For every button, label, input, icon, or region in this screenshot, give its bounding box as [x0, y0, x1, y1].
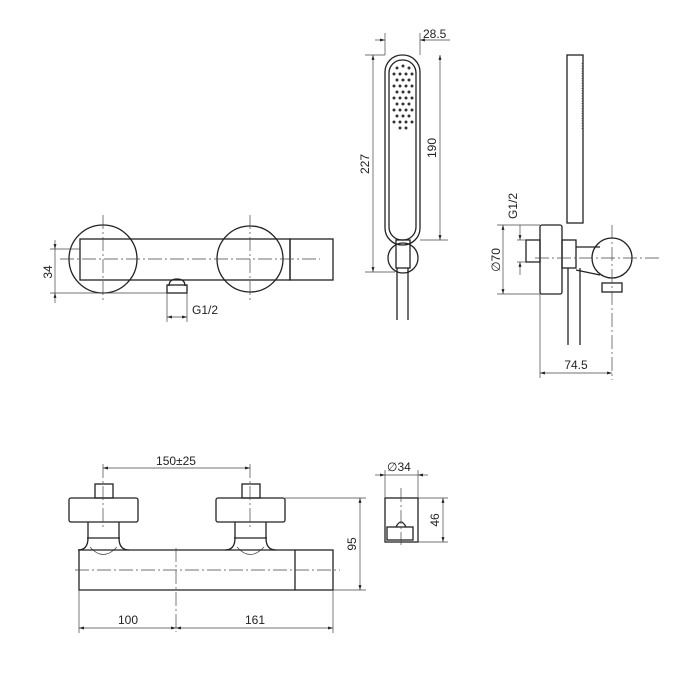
- bracket-view: ∅34 46: [375, 460, 448, 545]
- hand-shower-total-length-dim: 227: [358, 154, 372, 174]
- left-length-dim: 100: [118, 613, 138, 627]
- bracket-diameter-dim: ∅34: [387, 460, 411, 474]
- front-height-dim: 95: [345, 537, 359, 551]
- side-inlet-thread-dim: G1/2: [506, 193, 520, 219]
- hand-shower-view: 28.5 227 190: [358, 27, 450, 320]
- front-view: 150±25 95 100 161: [68, 454, 366, 633]
- flange-diameter-dim: ∅70: [489, 248, 503, 272]
- center-distance-dim: 150±25: [156, 454, 196, 468]
- hand-shower-width-dim: 28.5: [423, 27, 447, 41]
- side-depth-dim: 74.5: [564, 358, 588, 372]
- top-view: 34 G1/2: [41, 215, 334, 322]
- hand-shower-head-length-dim: 190: [425, 138, 439, 158]
- top-height-dim: 34: [41, 265, 55, 279]
- bracket-height-dim: 46: [428, 513, 442, 527]
- side-view: ∅70 G1/2 74.5: [489, 54, 660, 380]
- right-length-dim: 161: [245, 613, 265, 627]
- top-outlet-thread-dim: G1/2: [192, 303, 218, 317]
